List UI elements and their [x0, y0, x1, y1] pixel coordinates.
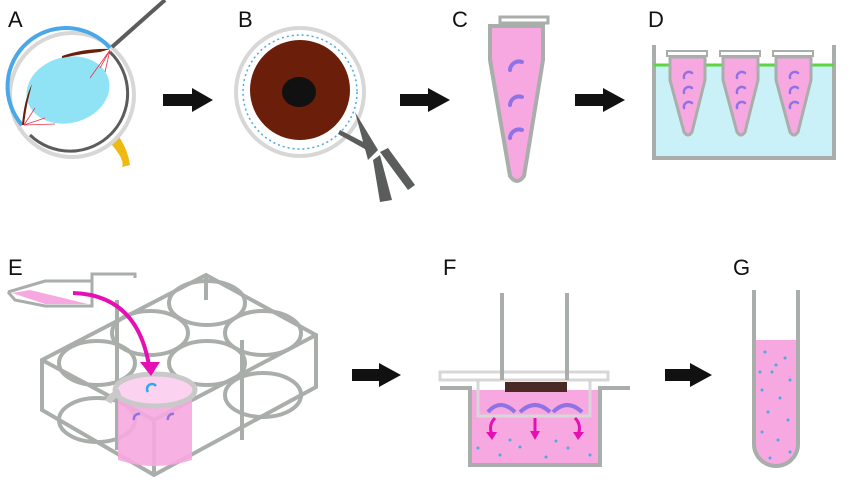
bath-tube-1 [666, 50, 708, 137]
water-bath [652, 45, 836, 160]
retina-arc [28, 50, 130, 153]
panel-label-f: F [443, 255, 456, 280]
eyecup-illustration [234, 26, 415, 202]
process-arrows [163, 88, 712, 387]
eye-illustration [5, 0, 167, 167]
transwell-insert [104, 371, 198, 466]
arrow-b-c [400, 88, 450, 112]
dissociated-cells [476, 438, 592, 459]
arrow-e-f [352, 363, 401, 387]
cornea-arc [5, 26, 112, 127]
panel-label-d: D [648, 7, 664, 32]
needle [110, 0, 167, 49]
panel-label-g: G [733, 255, 750, 280]
six-well-plate [40, 272, 318, 478]
panel-label-c: C [452, 7, 468, 32]
scissors-icon [338, 112, 415, 202]
optic-nerve [112, 135, 130, 167]
panel-label-e: E [8, 255, 23, 280]
pipette-tip [6, 272, 160, 376]
bath-tube-2 [719, 50, 761, 137]
cell-suspension-tube [752, 290, 800, 468]
microcentrifuge-tube [488, 15, 550, 183]
panel-label-b: B [238, 7, 253, 32]
panel-label-a: A [8, 7, 23, 32]
transfer-arrow [72, 291, 152, 373]
lens [26, 56, 110, 124]
arrow-a-b [163, 88, 213, 112]
arrow-c-d [575, 88, 625, 112]
transwell-culture [438, 293, 630, 467]
arrow-f-g [665, 363, 712, 387]
pupil [282, 77, 316, 107]
bath-tube-3 [772, 50, 814, 137]
retina-piece [505, 382, 567, 392]
